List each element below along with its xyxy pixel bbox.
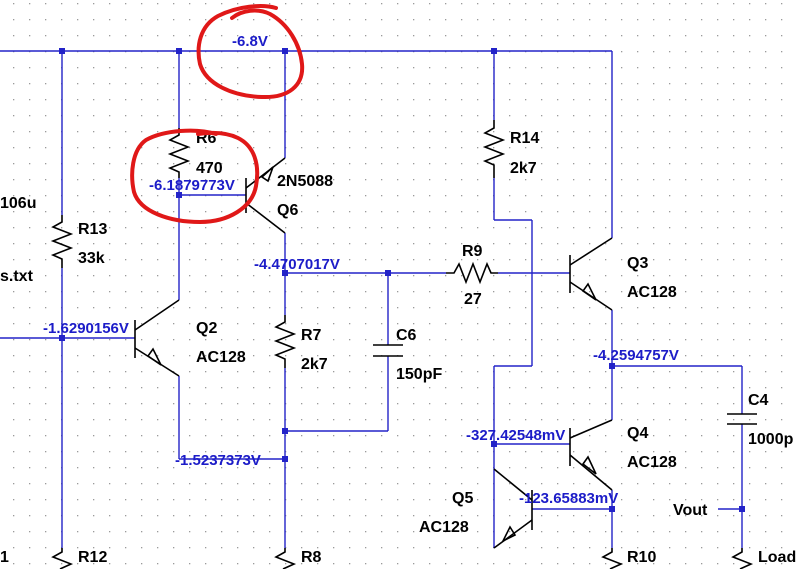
red-annotation-supply-circle — [196, 4, 305, 100]
voltage-q5-base: -123.65883mV — [519, 490, 618, 507]
r10-name-label: R10 — [627, 549, 656, 566]
q2-name-label: Q2 — [196, 320, 217, 337]
resistor-r6[interactable] — [167, 128, 191, 178]
voltage-q2-base: -1.6290156V — [43, 320, 129, 337]
capacitor-c4[interactable] — [727, 413, 757, 425]
c6-value-label: 150pF — [396, 366, 442, 383]
resistor-r9[interactable] — [446, 261, 498, 285]
left-value-fragment: 106u — [0, 195, 36, 212]
voltage-supply: -6.8V — [232, 33, 268, 50]
r7-name-label: R7 — [301, 327, 322, 344]
c4-name-label: C4 — [748, 392, 769, 409]
q4-model-label: AC128 — [627, 454, 677, 471]
voltage-q5-collector: -327.42548mV — [466, 427, 565, 444]
r13-value-label: 33k — [78, 250, 105, 267]
r9-name-label: R9 — [462, 243, 483, 260]
resistor-r8[interactable] — [274, 548, 297, 569]
c4-value-label: 1000p — [748, 431, 794, 448]
resistor-r12[interactable] — [51, 548, 74, 569]
voltage-q6-base: -6.1879773V — [149, 177, 235, 194]
transistor-q4[interactable] — [569, 419, 613, 491]
load-label: Load — [758, 549, 796, 566]
left-bottom-fragment: 1 — [0, 549, 9, 566]
r13-name-label: R13 — [78, 221, 107, 238]
q3-name-label: Q3 — [627, 255, 648, 272]
capacitor-c6[interactable] — [373, 344, 403, 357]
transistor-q3[interactable] — [569, 237, 613, 311]
junction-dots — [59, 48, 745, 512]
resistor-r10[interactable] — [601, 548, 624, 569]
r14-name-label: R14 — [510, 130, 539, 147]
voltage-q4-collector: -4.2594757V — [593, 347, 679, 364]
r8-name-label: R8 — [301, 549, 322, 566]
q4-name-label: Q4 — [627, 425, 648, 442]
resistor-r13[interactable] — [50, 215, 74, 268]
r12-name-label: R12 — [78, 549, 107, 566]
voltage-q2-emitter: -1.5237373V — [175, 452, 261, 469]
r14-value-label: 2k7 — [510, 160, 537, 177]
transistor-q2[interactable] — [134, 299, 180, 377]
q2-model-label: AC128 — [196, 349, 246, 366]
red-annotation-r6-circle — [130, 128, 260, 224]
q6-model-label: 2N5088 — [277, 173, 333, 190]
c6-name-label: C6 — [396, 327, 417, 344]
q3-model-label: AC128 — [627, 284, 677, 301]
r7-value-label: 2k7 — [301, 356, 328, 373]
r9-value-label: 27 — [464, 291, 482, 308]
resistor-load[interactable] — [731, 548, 754, 569]
q5-name-label: Q5 — [452, 490, 473, 507]
q6-name-label: Q6 — [277, 202, 298, 219]
vout-net-label: Vout — [673, 502, 708, 519]
q5-model-label: AC128 — [419, 519, 469, 536]
resistor-r14[interactable] — [482, 120, 506, 178]
r6-value-label: 470 — [196, 160, 223, 177]
left-file-fragment: s.txt — [0, 268, 34, 285]
resistor-r7[interactable] — [273, 315, 297, 368]
transistor-q5[interactable] — [493, 468, 533, 549]
voltage-q6-collector: -4.4707017V — [254, 256, 340, 273]
